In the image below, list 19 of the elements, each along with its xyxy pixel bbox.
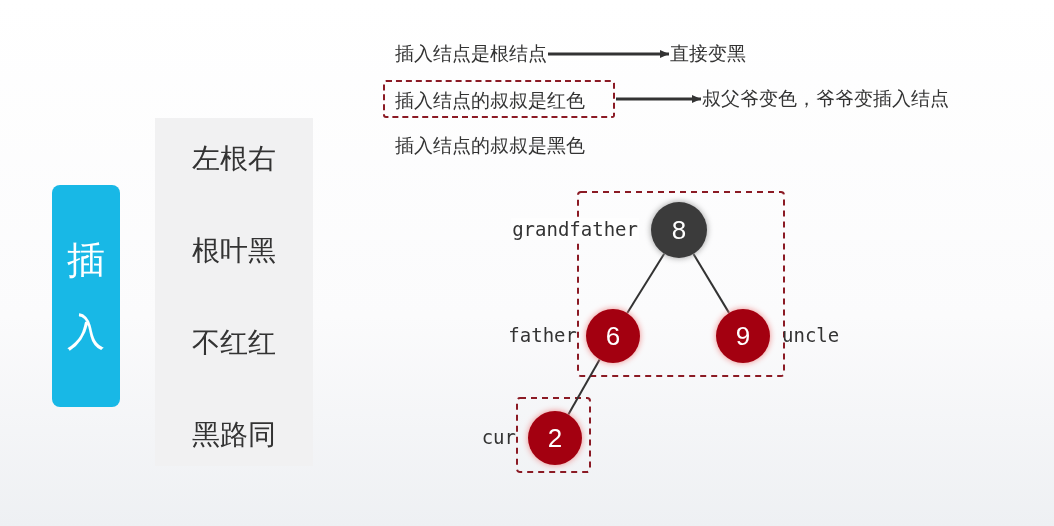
node-caption: uncle: [782, 324, 840, 346]
rule-text: 根叶黑: [191, 234, 277, 268]
highlighted-case: 插入结点的叔叔是红色: [383, 80, 615, 118]
arrow: [548, 50, 669, 58]
arrow: [616, 95, 701, 103]
case-text: 插入结点的叔叔是黑色: [395, 134, 585, 158]
section-tab: 插入: [52, 185, 120, 407]
tree-link: [692, 252, 731, 314]
case-text: 直接变黑: [670, 41, 746, 67]
rule-text: 黑路同: [191, 418, 277, 452]
rule-text: 不红红: [191, 326, 277, 360]
rule-text: 左根右: [191, 142, 277, 176]
case-text: 插入结点是根结点: [395, 41, 547, 67]
tree-link: [567, 358, 601, 416]
node-caption: cur: [481, 426, 516, 448]
node-caption: grandfather: [511, 218, 639, 240]
case-text: 叔父爷变色，爷爷变插入结点: [702, 86, 949, 112]
node-caption: father: [508, 324, 577, 346]
tree-link: [626, 252, 666, 315]
